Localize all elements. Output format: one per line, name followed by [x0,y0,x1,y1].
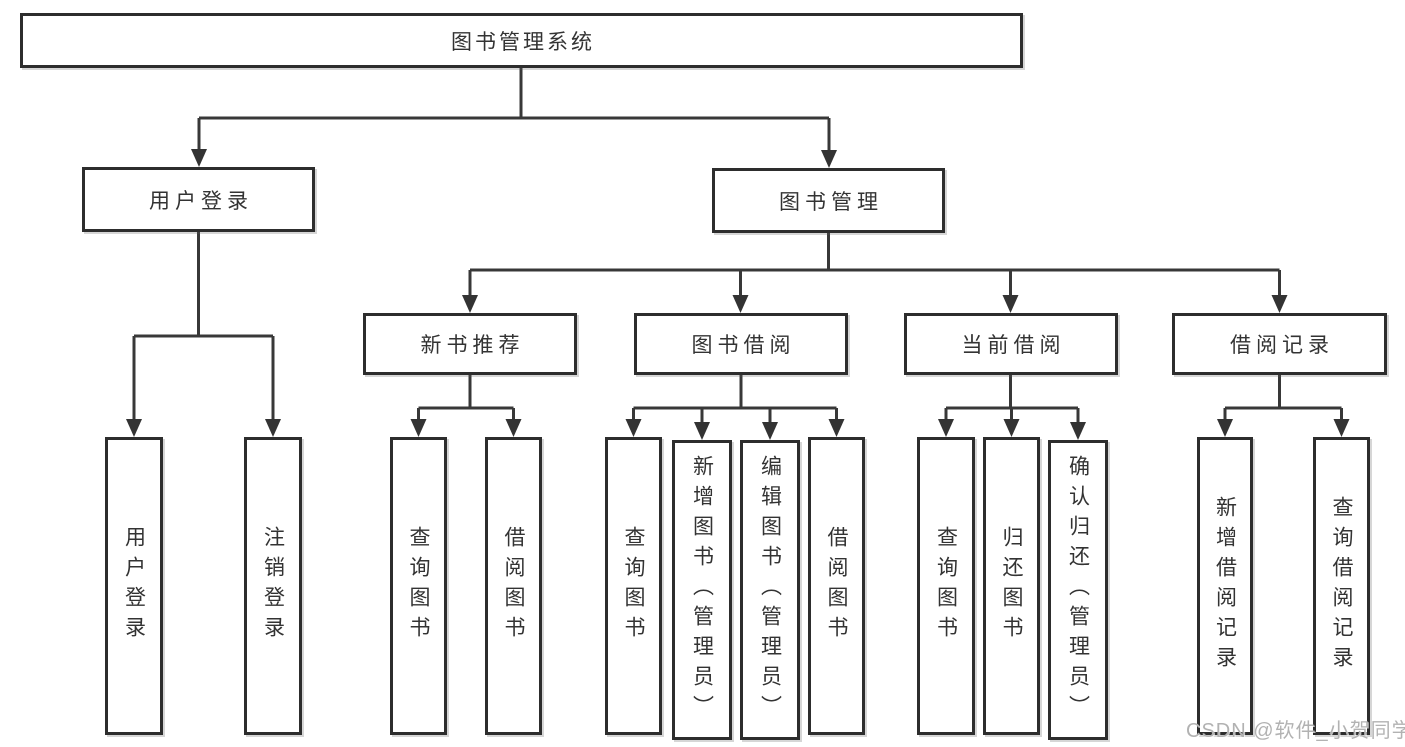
leaf-user-login: 用户登录 [105,437,163,735]
leaf-edit-book-admin: 编辑图书（管理员） [740,440,800,740]
node-library-management-system: 图书管理系统 [20,13,1023,68]
node-borrowing-records: 借阅记录 [1172,313,1387,375]
leaf-logout: 注销登录 [244,437,302,735]
connector-bookmgmt-to-level3 [468,233,1281,297]
connector-records-to-leaves [1223,375,1343,421]
leaf-search-books-current: 查询图书 [917,437,975,735]
csdn-watermark: CSDN @软件_小贺同学 [1186,720,1405,742]
connector-root-to-level2 [197,68,831,153]
leaf-search-books-borrow: 查询图书 [605,437,662,735]
node-current-borrowing: 当前借阅 [904,313,1118,375]
node-user-login: 用户登录 [82,167,315,232]
node-book-management: 图书管理 [712,168,945,233]
connector-current-to-leaves [944,375,1080,424]
leaf-borrow-books-recommend: 借阅图书 [485,437,542,735]
node-new-book-recommendation: 新书推荐 [363,313,577,375]
leaf-search-books-recommend: 查询图书 [390,437,447,735]
connector-userlogin-to-leaves [132,232,275,421]
connector-borrow-to-leaves [632,375,838,424]
leaf-return-book: 归还图书 [983,437,1040,735]
leaf-add-book-admin: 新增图书（管理员） [672,440,732,740]
leaf-add-borrow-record: 新增借阅记录 [1197,437,1253,735]
leaf-borrow-books: 借阅图书 [808,437,865,735]
node-book-borrowing: 图书借阅 [634,313,848,375]
leaf-confirm-return-admin: 确认归还（管理员） [1048,440,1108,740]
leaf-search-borrow-record: 查询借阅记录 [1313,437,1370,735]
connector-recommend-to-leaves [417,375,515,421]
arrowheads [126,149,1350,440]
